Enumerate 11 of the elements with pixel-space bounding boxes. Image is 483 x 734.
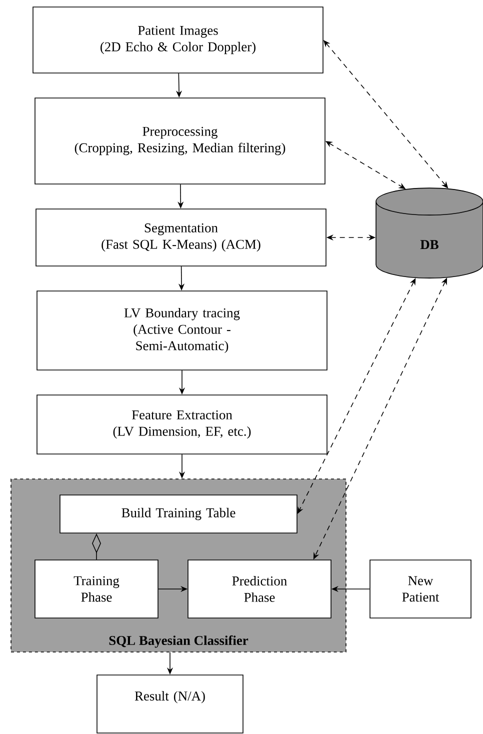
process-box: LV Boundary tracing (Active Contour - Semi-Automatic) <box>36 290 328 370</box>
process-box: Result (N/A) <box>96 674 244 734</box>
database-cylinder: DB <box>376 188 483 278</box>
process-box: Training Phase <box>34 560 158 618</box>
process-box: Build Training Table <box>60 494 298 534</box>
process-box: Prediction Phase <box>188 560 332 618</box>
process-box: Segmentation (Fast SQL K-Means) (ACM) <box>36 208 326 266</box>
process-box: Patient Images (2D Echo & Color Doppler) <box>32 6 324 74</box>
process-box: New Patient <box>370 560 472 618</box>
process-box: Feature Extraction (LV Dimension, EF, etc.) <box>36 394 328 454</box>
process-box: Preprocessing (Cropping, Resizing, Median filtering) <box>34 98 326 184</box>
